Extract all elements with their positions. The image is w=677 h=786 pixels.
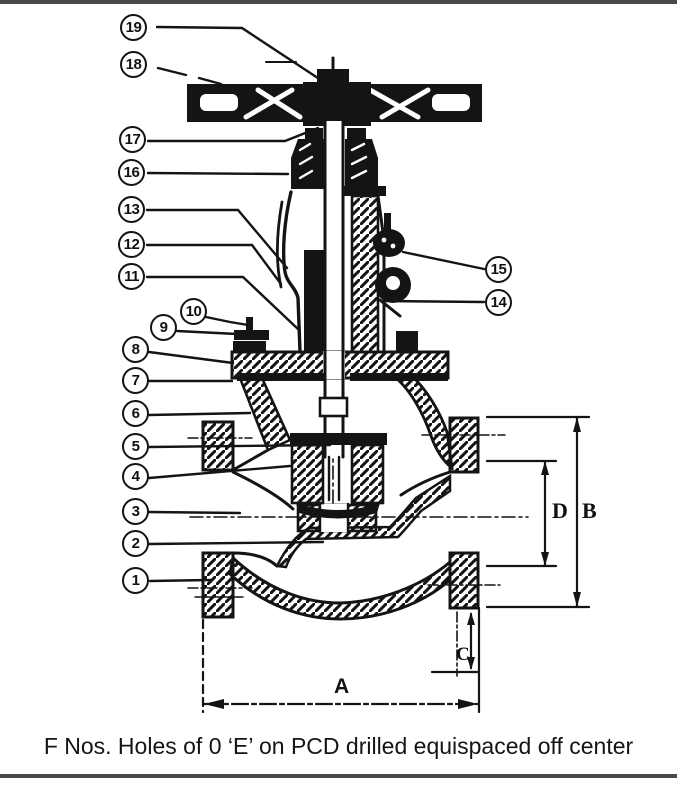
- leader-4: [147, 464, 292, 480]
- leader-11: [145, 275, 301, 332]
- callout-17: 17: [119, 126, 146, 153]
- leader-15: [401, 250, 486, 271]
- callout-4-label: 4: [131, 468, 140, 485]
- top-border-rule: [0, 0, 677, 4]
- callout-3-label: 3: [131, 503, 140, 520]
- dim-label-c: C: [456, 644, 470, 665]
- gland-eyebolt: [373, 213, 411, 318]
- callout-8: 8: [122, 336, 149, 363]
- figure-caption: F Nos. Holes of 0 ‘E’ on PCD drilled equ…: [43, 733, 634, 759]
- packing: [304, 250, 326, 352]
- handwheel: [187, 56, 482, 126]
- callout-16: 16: [118, 159, 145, 186]
- callout-18-label: 18: [125, 56, 142, 73]
- leader-5: [147, 443, 332, 449]
- leader-12: [145, 243, 283, 286]
- callout-9-label: 9: [159, 319, 168, 336]
- gland-bolt: [233, 317, 269, 353]
- callout-17-label: 17: [124, 131, 141, 148]
- left-flange: [187, 420, 253, 619]
- dim-label-a: A: [334, 675, 350, 698]
- leader-13: [145, 208, 289, 270]
- callout-1: 1: [122, 567, 149, 594]
- callout-9: 9: [150, 314, 177, 341]
- callout-1-label: 1: [131, 572, 140, 589]
- leader-3: [147, 510, 242, 515]
- callout-7-label: 7: [131, 372, 140, 389]
- callout-11-label: 11: [124, 268, 139, 285]
- callout-4: 4: [122, 463, 149, 490]
- right-flange: [421, 416, 506, 610]
- leader-9: [175, 329, 239, 336]
- callout-13-label: 13: [123, 201, 140, 218]
- disc-and-seat: [290, 433, 387, 534]
- callout-3: 3: [122, 498, 149, 525]
- callout-18: 18: [120, 51, 147, 78]
- callout-14-label: 14: [490, 294, 507, 311]
- callout-10-label: 10: [185, 303, 202, 320]
- leader-17: [146, 126, 320, 143]
- callout-2: 2: [122, 530, 149, 557]
- callout-19: 19: [120, 14, 147, 41]
- body-belly: [228, 555, 452, 621]
- callout-16-label: 16: [123, 164, 140, 181]
- leader-6: [147, 411, 252, 417]
- callout-2-label: 2: [131, 535, 140, 552]
- leader-10: [204, 315, 250, 327]
- dim-label-d: D: [552, 498, 568, 523]
- leader-14: [380, 299, 486, 304]
- callout-19-label: 19: [125, 19, 142, 36]
- callout-11: 11: [118, 263, 145, 290]
- bottom-border-rule: [0, 774, 677, 778]
- callout-8-label: 8: [131, 341, 140, 358]
- callout-10: 10: [180, 298, 207, 325]
- callout-12-label: 12: [123, 236, 140, 253]
- leader-1: [148, 578, 212, 583]
- callout-6: 6: [122, 400, 149, 427]
- leader-lines: [145, 25, 486, 583]
- callout-12: 12: [118, 231, 145, 258]
- bonnet-flange: [230, 317, 450, 381]
- callout-15: 15: [485, 256, 512, 283]
- dimension-lines: [201, 415, 591, 714]
- callout-6-label: 6: [131, 405, 140, 422]
- callout-5: 5: [122, 433, 149, 460]
- callout-7: 7: [122, 367, 149, 394]
- leader-2: [147, 540, 325, 546]
- leader-19: [155, 25, 332, 88]
- bonnet: [275, 186, 386, 354]
- callout-14: 14: [485, 289, 512, 316]
- leader-16: [146, 171, 290, 176]
- leader-8: [147, 350, 235, 365]
- callout-13: 13: [118, 196, 145, 223]
- leader-18: [156, 66, 223, 86]
- callout-5-label: 5: [131, 438, 140, 455]
- callout-15-label: 15: [490, 261, 507, 278]
- dim-label-b: B: [582, 498, 597, 523]
